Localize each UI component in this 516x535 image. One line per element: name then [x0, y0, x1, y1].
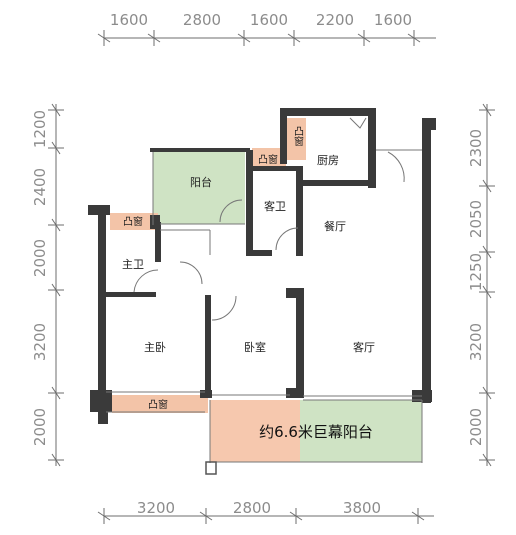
giant-balcony-label: 约6.6米巨幕阳台	[259, 423, 373, 441]
room-label-dining: 餐厅	[324, 219, 346, 233]
top-dim-5: 1600	[374, 11, 412, 29]
left-dim-1: 1200	[31, 110, 49, 148]
room-label-living: 客厅	[353, 340, 375, 354]
bay-window-label: 凸窗	[123, 215, 143, 228]
room-label-guest-bath: 客卫	[264, 199, 286, 213]
bay-window-guest-bath	[252, 148, 286, 168]
bottom-dim-1: 3200	[137, 499, 175, 517]
right-dim-3: 1250	[467, 253, 485, 291]
top-dim-2: 2800	[183, 11, 221, 29]
left-dim-3: 2000	[31, 239, 49, 277]
giant-balcony-right-area	[300, 400, 422, 462]
room-label-master-bedroom: 主卧	[144, 341, 166, 354]
pillar	[205, 461, 217, 475]
bay-window-label: 凸窗	[148, 398, 168, 411]
right-dim-2: 2050	[467, 200, 485, 238]
left-dim-4: 3200	[31, 323, 49, 361]
right-dim-4: 3200	[467, 323, 485, 361]
room-label-balcony: 阳台	[190, 175, 212, 189]
bottom-dim-3: 3800	[343, 499, 381, 517]
left-dim-5: 2000	[31, 408, 49, 446]
bottom-dim-2: 2800	[233, 499, 271, 517]
room-label-master-bath: 主卫	[122, 258, 144, 271]
room-label-kitchen: 厨房	[317, 154, 339, 167]
bay-window-kitchen	[286, 118, 306, 160]
room-label-bedroom: 卧室	[244, 340, 266, 354]
top-dim-3: 1600	[250, 11, 288, 29]
balcony-area	[153, 152, 245, 224]
bay-window-label: 凸窗	[258, 153, 278, 166]
thin-lines	[106, 117, 423, 463]
left-dim-2: 2400	[31, 168, 49, 206]
dimension-lines	[48, 30, 495, 524]
bay-window-label: 凸窗	[292, 126, 304, 147]
right-dim-5: 2000	[467, 408, 485, 446]
bay-window-master-bedroom	[112, 395, 208, 413]
top-dim-4: 2200	[316, 11, 354, 29]
bay-window-master-bath	[110, 213, 158, 230]
right-dim-1: 2300	[467, 129, 485, 167]
walls	[88, 108, 436, 424]
top-dim-1: 1600	[110, 11, 148, 29]
giant-balcony-left-area	[210, 400, 300, 462]
